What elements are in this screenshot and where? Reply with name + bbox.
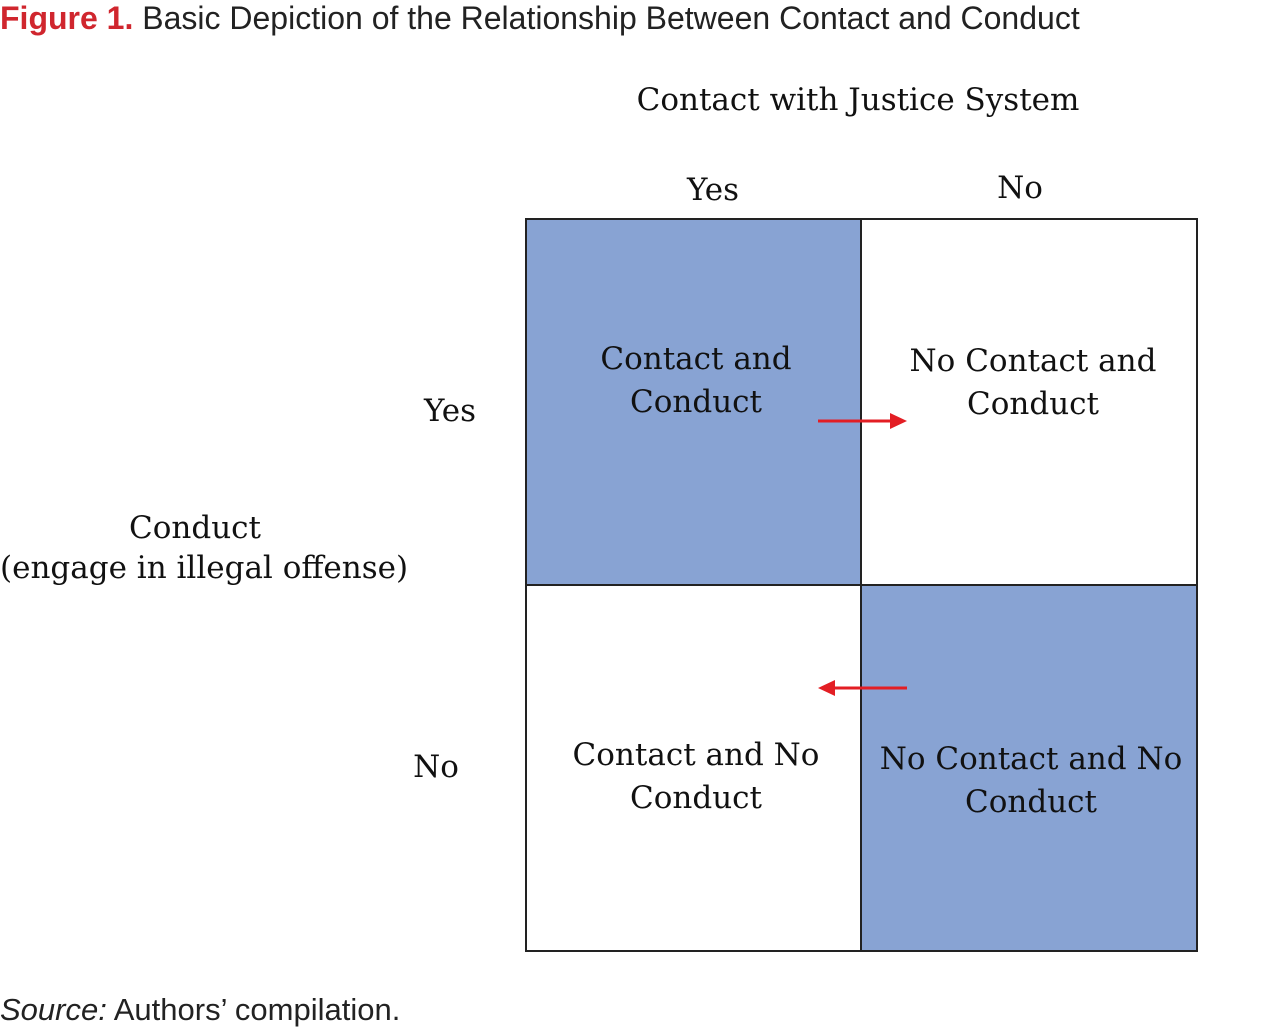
figure-title: Basic Depiction of the Relationship Betw… — [142, 0, 1080, 36]
column-axis-title: Contact with Justice System — [636, 82, 1080, 118]
source-note: Source: Authors’ compilation. — [0, 990, 400, 1030]
cell-label: Contact and No Conduct — [572, 736, 820, 816]
source-label: Source: — [0, 992, 107, 1027]
matrix-horizontal-divider — [525, 584, 1198, 586]
cell-contact-and-no-conduct: Contact and No Conduct — [526, 585, 862, 950]
row-label-no: No — [413, 749, 459, 785]
cell-label: No Contact and No Conduct — [879, 740, 1183, 820]
figure-caption: Figure 1. Basic Depiction of the Relatio… — [0, 0, 1280, 36]
row-axis-title: Conduct (engage in illegal offense) — [0, 510, 409, 586]
row-label-yes: Yes — [423, 393, 477, 429]
source-text: Authors’ compilation. — [113, 992, 401, 1027]
cell-no-contact-and-no-conduct: No Contact and No Conduct — [862, 585, 1196, 950]
cell-label: Contact and Conduct — [600, 341, 792, 420]
cell-label: No Contact and Conduct — [909, 343, 1157, 422]
row-axis-title-line2: (engage in illegal offense) — [0, 550, 409, 586]
cell-contact-and-conduct: Contact and Conduct — [526, 219, 862, 585]
column-label-no: No — [997, 170, 1043, 206]
column-label-yes: Yes — [686, 172, 740, 208]
row-axis-title-line1: Conduct — [129, 510, 261, 546]
figure-label: Figure 1. — [0, 0, 134, 36]
cell-no-contact-and-conduct: No Contact and Conduct — [862, 219, 1196, 585]
